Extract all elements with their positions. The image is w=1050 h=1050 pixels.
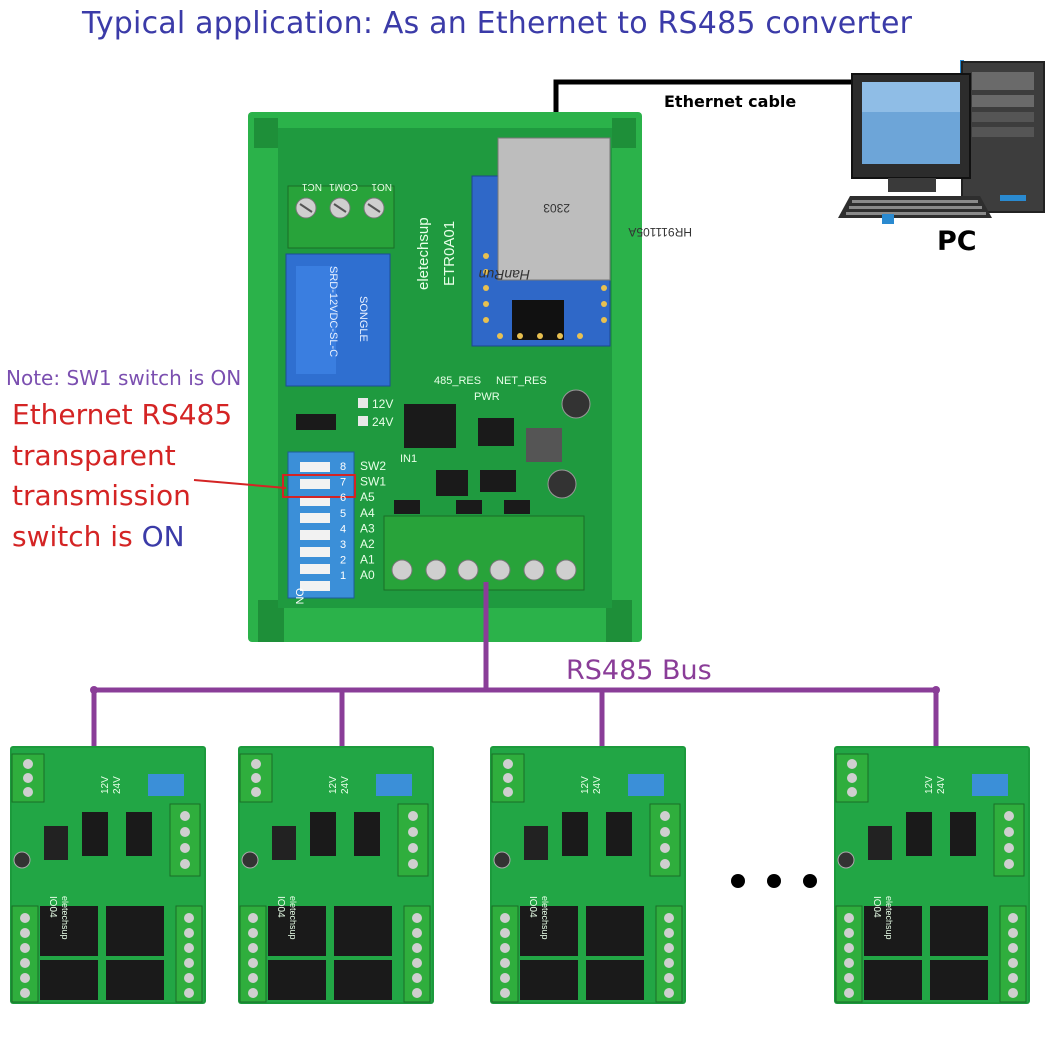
description-on-word: ON [141,519,185,553]
main-board [248,112,642,642]
sw1-highlight [282,474,356,498]
ellipsis-dots [731,874,817,888]
ethernet-cable-label: Ethernet cable [664,92,797,111]
rs485-bus-label: RS485 Bus [566,655,712,686]
slave-boards [10,746,1030,1004]
description-line-3: transmission [12,479,191,512]
description-line-1: Ethernet RS485 [12,398,233,431]
note-text: Note: SW1 switch is ON [6,366,242,390]
description-line-4-prefix: switch is [12,519,142,553]
bus-terminal-block [383,515,585,591]
description-line-4: switch is ON [12,517,232,558]
slave-board [10,746,206,1004]
slave-board [490,746,686,1004]
description-line-2: transparent [12,438,176,472]
rs485-bus [91,582,939,746]
dip-switch [287,451,355,599]
pointer-line [193,479,287,489]
pc-label: PC [937,226,977,257]
slave-board [238,746,434,1004]
switch-description: Ethernet RS485 transparent transmission … [12,395,232,557]
pc-illustration [838,60,1045,224]
page-title: Typical application: As an Ethernet to R… [82,6,913,41]
slave-board [834,746,1030,1004]
